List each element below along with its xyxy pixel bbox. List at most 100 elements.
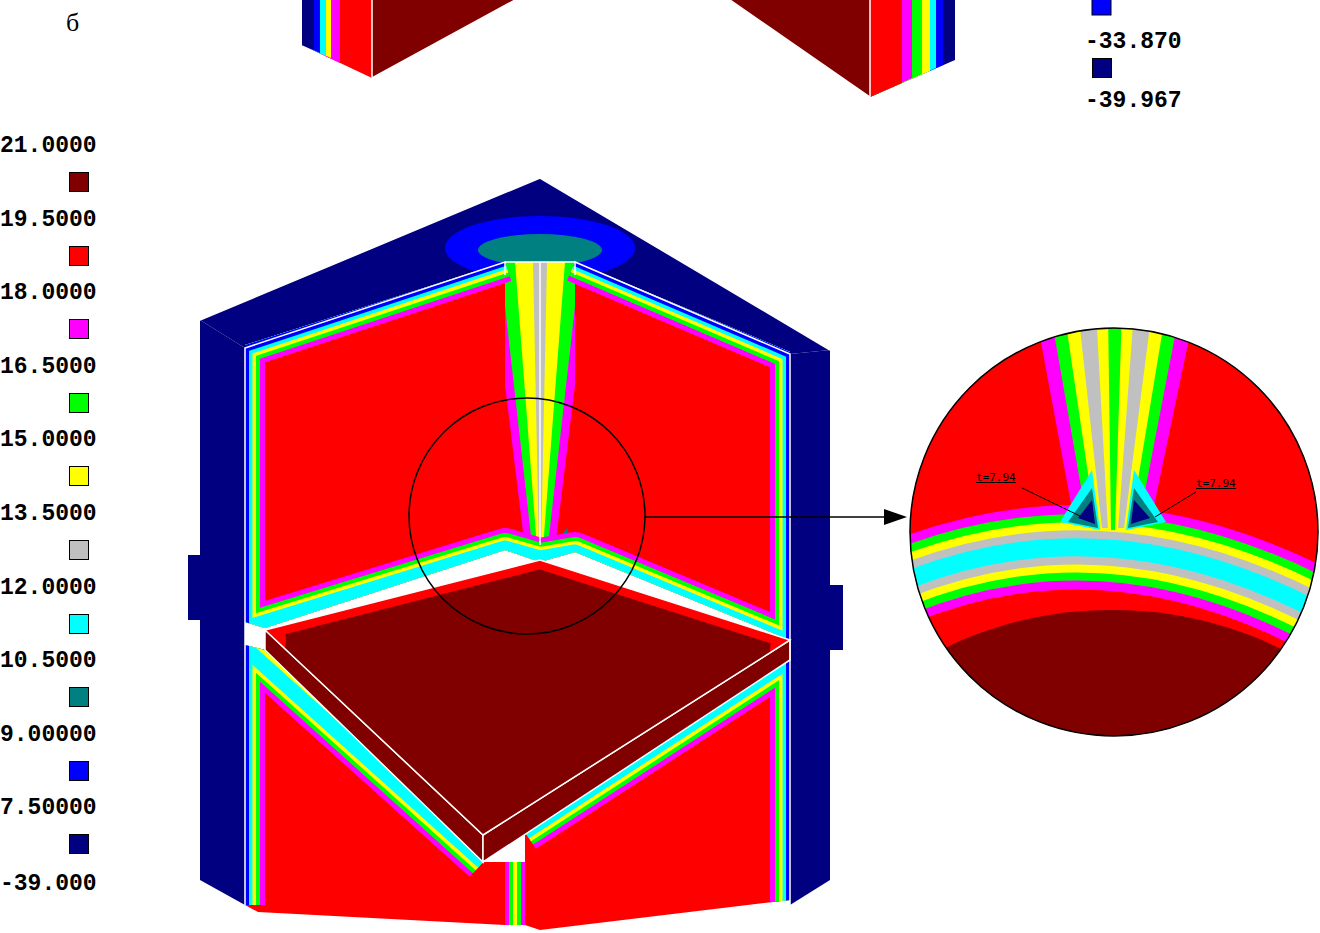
zoom-view bbox=[1128, 488, 1158, 528]
legend-value: -33.870 bbox=[1085, 31, 1182, 54]
temperature-note: t=7.94 bbox=[976, 472, 1016, 483]
wall-top-face bbox=[478, 234, 602, 266]
temperature-bands bbox=[245, 262, 790, 905]
zoom-view bbox=[910, 328, 1318, 736]
legend-swatch bbox=[69, 687, 89, 707]
legend-swatch bbox=[69, 761, 89, 781]
upper-wall-fragment bbox=[869, 0, 871, 97]
column-lower bbox=[505, 862, 509, 925]
zoom-view bbox=[895, 547, 1320, 620]
legend-value: -39.967 bbox=[1085, 90, 1182, 113]
upper-wall-fragment bbox=[372, 0, 515, 78]
wall-inner-face bbox=[245, 262, 790, 930]
zoom-view bbox=[895, 547, 1320, 620]
legend-value: 9.00000 bbox=[0, 724, 97, 747]
legend-value: 12.0000 bbox=[0, 577, 97, 600]
floor-slab bbox=[250, 560, 806, 862]
zoom-view bbox=[1126, 470, 1166, 530]
wall-outer-face bbox=[200, 320, 245, 905]
legend-swatch bbox=[69, 466, 89, 486]
floor-slab bbox=[250, 560, 806, 672]
wall-outer-face bbox=[790, 350, 830, 905]
temperature-bands bbox=[245, 262, 790, 905]
zoom-view bbox=[1068, 488, 1098, 528]
upper-wall-fragment bbox=[302, 0, 314, 50]
floor-slab bbox=[265, 560, 790, 835]
zoom-view bbox=[1078, 500, 1095, 524]
column-lower bbox=[509, 862, 513, 925]
wall-outer-face bbox=[188, 555, 202, 620]
upper-wall-fragment bbox=[870, 0, 902, 97]
floor-slab bbox=[265, 560, 790, 835]
upper-wall-fragment bbox=[870, 0, 955, 97]
magnifier-callout bbox=[409, 398, 645, 634]
column-lower bbox=[521, 862, 525, 925]
upper-wall-fragment bbox=[870, 0, 922, 97]
magnifier-callout bbox=[645, 516, 888, 518]
upper-wall-fragment bbox=[302, 0, 1111, 97]
wall-outer-face bbox=[829, 585, 843, 650]
zoom-view bbox=[895, 547, 1320, 620]
zoom-view bbox=[895, 547, 1320, 620]
zoom-view bbox=[812, 310, 1320, 933]
column-corner bbox=[515, 262, 565, 548]
zoom-view bbox=[1155, 492, 1196, 517]
legend-swatch bbox=[1092, 58, 1112, 78]
legend-value: 21.0000 bbox=[0, 135, 97, 158]
upper-wall-fragment bbox=[302, 0, 326, 56]
zoom-view bbox=[1131, 500, 1150, 524]
legend-value: 15.0000 bbox=[0, 429, 97, 452]
magnifier-callout bbox=[409, 398, 907, 634]
zoom-view bbox=[1096, 310, 1134, 530]
upper-wall-fragment bbox=[302, 0, 331, 58]
floor-slab bbox=[250, 618, 286, 662]
legend-swatch bbox=[69, 246, 89, 266]
upper-wall-fragment bbox=[372, 0, 515, 78]
column-corner bbox=[500, 262, 580, 545]
upper-wall-fragment bbox=[302, 0, 372, 78]
zoom-view bbox=[1060, 470, 1100, 530]
legend-swatch bbox=[69, 319, 89, 339]
upper-wall-fragment bbox=[371, 0, 373, 78]
legend-value: 10.5000 bbox=[0, 650, 97, 673]
column-lower bbox=[513, 862, 517, 925]
legend-value: -39.000 bbox=[0, 873, 97, 896]
upper-wall-fragment bbox=[730, 0, 870, 97]
temperature-note: t=7.94 bbox=[1196, 478, 1236, 489]
temperature-bands bbox=[245, 262, 790, 905]
column-corner bbox=[490, 255, 590, 565]
upper-wall-fragment bbox=[302, 0, 340, 63]
legend-value: 13.5000 bbox=[0, 503, 97, 526]
legend-swatch bbox=[69, 614, 89, 634]
zoom-view bbox=[1108, 310, 1122, 530]
upper-wall-fragment bbox=[870, 0, 930, 97]
legend-swatch bbox=[69, 393, 89, 413]
zoom-view bbox=[812, 310, 1320, 933]
edge-lines bbox=[200, 178, 830, 350]
zoom-view bbox=[895, 547, 1320, 620]
legend-value: 16.5000 bbox=[0, 356, 97, 379]
legend-swatch bbox=[69, 172, 89, 192]
edge-lines bbox=[200, 178, 830, 905]
legend-value: 7.50000 bbox=[0, 797, 97, 820]
edge-lines bbox=[245, 262, 505, 905]
edge-lines bbox=[539, 262, 541, 545]
upper-wall-fragment bbox=[730, 0, 870, 97]
magnifier-callout bbox=[884, 509, 907, 525]
column-lower bbox=[505, 862, 525, 925]
zoom-view bbox=[1022, 488, 1080, 516]
temperature-bands bbox=[245, 262, 790, 905]
edge-lines bbox=[575, 262, 790, 905]
upper-wall-fragment bbox=[302, 0, 320, 53]
legend-swatch bbox=[69, 540, 89, 560]
upper-wall-fragment bbox=[870, 0, 943, 97]
floor-slab bbox=[265, 560, 790, 640]
zoom-view bbox=[895, 547, 1320, 620]
legend-swatch bbox=[69, 834, 89, 854]
zoom-view bbox=[812, 610, 1320, 933]
legend-value: 19.5000 bbox=[0, 209, 97, 232]
upper-wall-fragment bbox=[870, 0, 936, 97]
temperature-bands bbox=[245, 262, 790, 905]
